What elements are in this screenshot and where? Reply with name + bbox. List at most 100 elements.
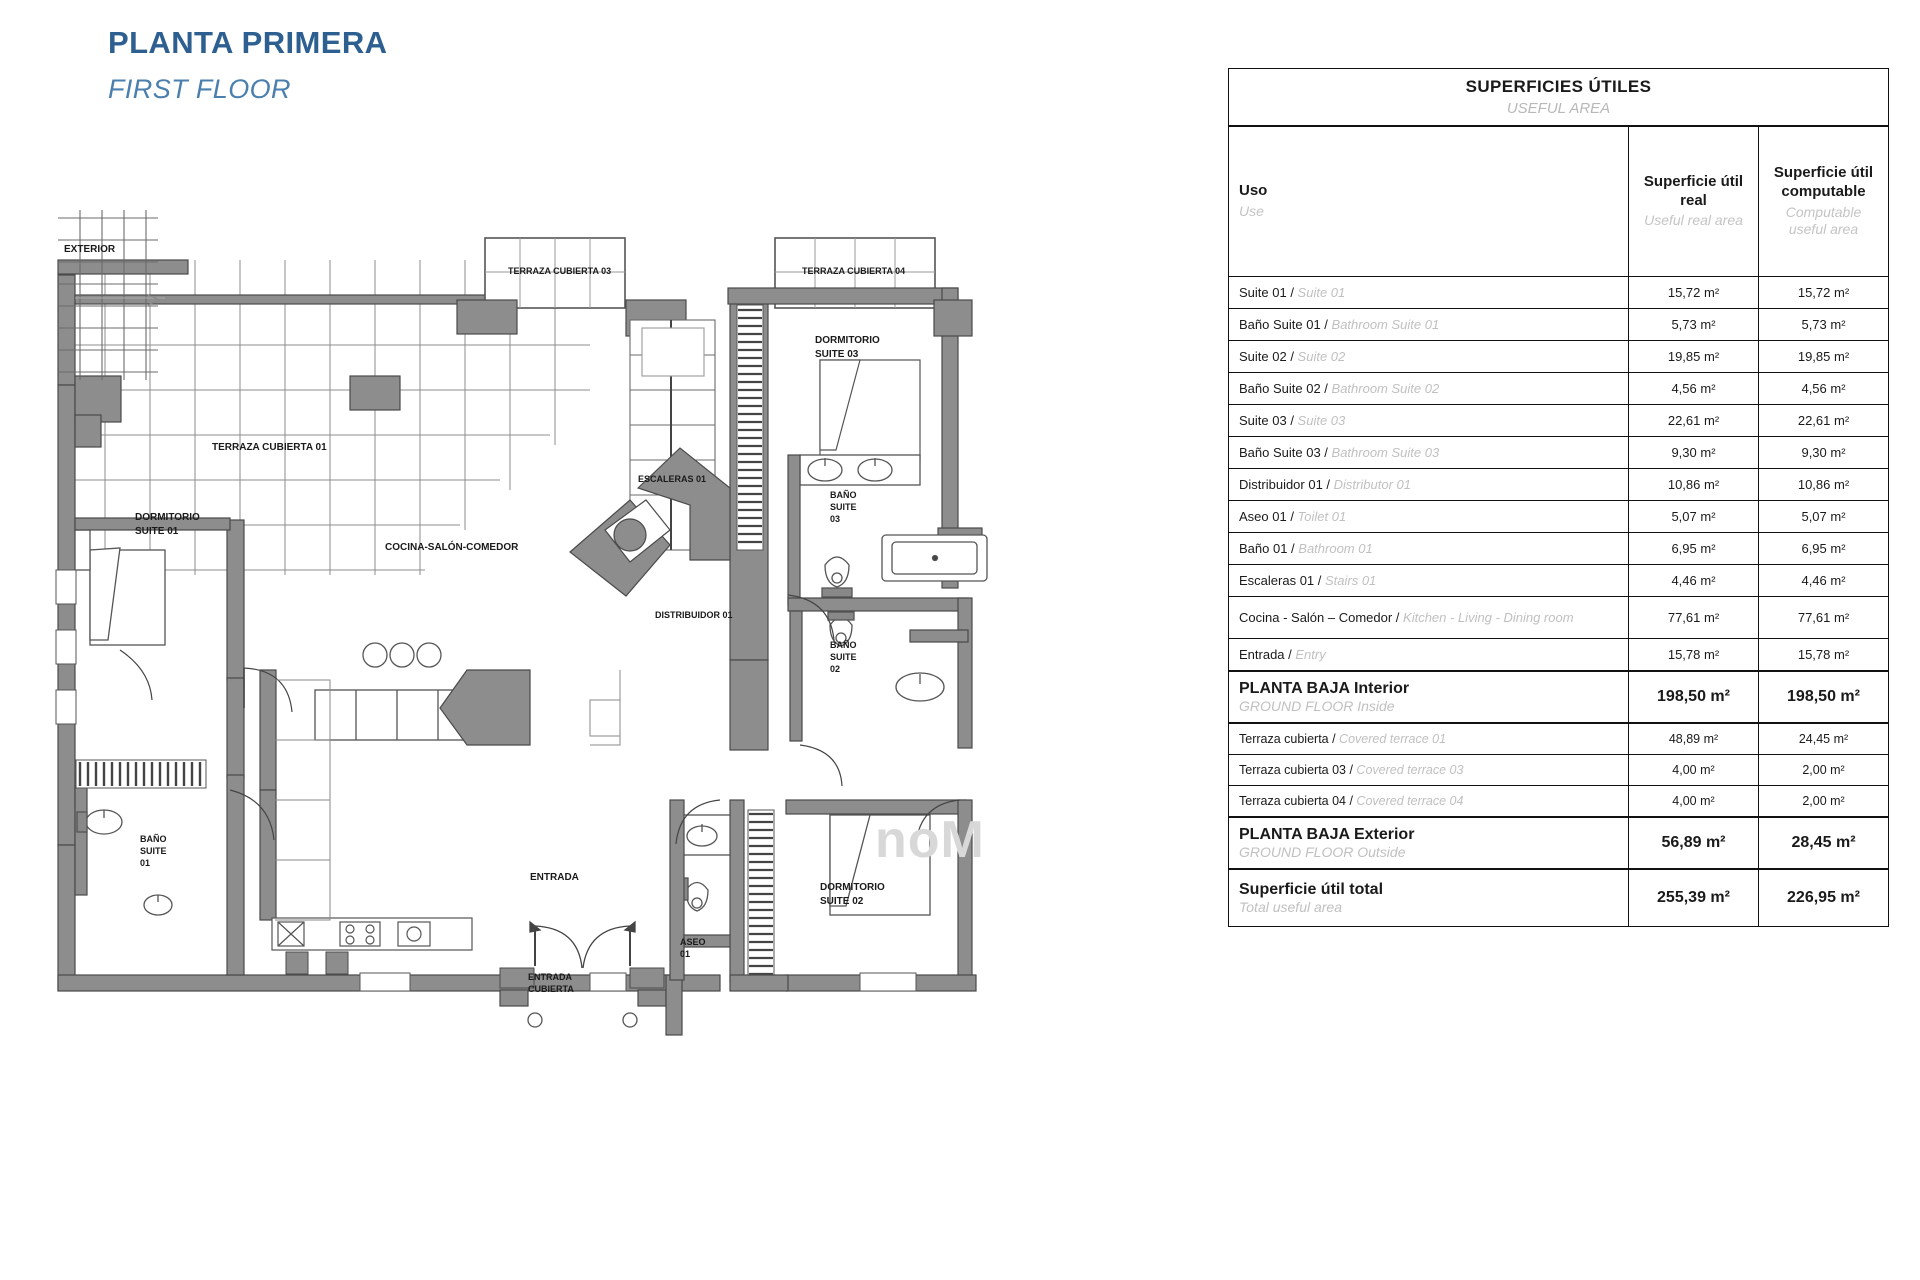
- row-label-en: Entry: [1291, 646, 1326, 662]
- row-label-es: PLANTA BAJA Interior: [1239, 679, 1410, 697]
- bedroom-03-furniture: [819, 359, 921, 461]
- row-label-en: Toilet 01: [1293, 508, 1347, 524]
- column-header-real-en: Useful real area: [1644, 212, 1743, 229]
- stair-hatch-upper: [736, 304, 764, 551]
- table-cell-use: Aseo 01 / Toilet 01: [1228, 499, 1629, 533]
- row-label-es: Terraza cubierta /: [1239, 731, 1336, 746]
- row-label-es: Baño Suite 01 /: [1239, 316, 1328, 332]
- page-subtitle: FIRST FLOOR: [108, 74, 291, 105]
- table-cell-computable-area: 5,07 m²: [1757, 499, 1890, 533]
- row-label-en: GROUND FLOOR Outside: [1239, 843, 1406, 860]
- table-cell-real-area: 9,30 m²: [1628, 435, 1759, 469]
- column-header-computable: Superficie útil computable Computable us…: [1757, 125, 1890, 277]
- table-cell-computable-area: 2,00 m²: [1757, 784, 1890, 817]
- page-title: PLANTA PRIMERA: [108, 25, 388, 60]
- table-cell-computable-area: 226,95 m²: [1757, 867, 1890, 927]
- stove-burners: [362, 642, 442, 668]
- label-bano-01-2: SUITE: [140, 846, 167, 856]
- table-cell-real-area: 10,86 m²: [1628, 467, 1759, 501]
- row-label-es: Suite 03 /: [1239, 412, 1294, 428]
- table-cell-computable-area: 19,85 m²: [1757, 339, 1890, 373]
- table-cell-computable-area: 6,95 m²: [1757, 531, 1890, 565]
- table-cell-real-area: 15,78 m²: [1628, 637, 1759, 671]
- table-cell-computable-area: 198,50 m²: [1757, 669, 1890, 724]
- table-cell-real-area: 5,73 m²: [1628, 307, 1759, 341]
- column-header-real-es: Superficie útil real: [1643, 172, 1744, 209]
- column-header-real: Superficie útil real Useful real area: [1628, 125, 1759, 277]
- table-cell-computable-area: 10,86 m²: [1757, 467, 1890, 501]
- label-aseo-2: 01: [680, 949, 690, 959]
- label-bano-03-3: 03: [830, 514, 840, 524]
- table-cell-computable-area: 4,56 m²: [1757, 371, 1890, 405]
- label-terraza-03: TERRAZA CUBIERTA 03: [508, 266, 611, 276]
- label-dormitorio-03-2: SUITE 03: [815, 349, 859, 360]
- row-label-es: Baño Suite 02 /: [1239, 380, 1328, 396]
- label-bano-02-1: BAÑO: [830, 640, 857, 650]
- table-cell-real-area: 5,07 m²: [1628, 499, 1759, 533]
- row-label-en: Bathroom Suite 02: [1327, 380, 1440, 396]
- row-label-en: Suite 02: [1293, 348, 1346, 364]
- label-distribuidor: DISTRIBUIDOR 01: [655, 610, 733, 620]
- table-cell-real-area: 15,72 m²: [1628, 275, 1759, 309]
- table-cell-real-area: 19,85 m²: [1628, 339, 1759, 373]
- table-cell-computable-area: 15,78 m²: [1757, 637, 1890, 671]
- table-title-cell: SUPERFICIES ÚTILES USEFUL AREA: [1227, 68, 1890, 127]
- table-cell-use: Baño 01 / Bathroom 01: [1228, 531, 1629, 565]
- table-cell-computable-area: 22,61 m²: [1757, 403, 1890, 437]
- right-partitions: [729, 454, 973, 751]
- label-dormitorio-02-2: SUITE 02: [820, 896, 864, 907]
- thin-outlines: [275, 670, 621, 921]
- table-cell-computable-area: 2,00 m²: [1757, 753, 1890, 786]
- table-title-row: SUPERFICIES ÚTILES USEFUL AREA: [1227, 68, 1890, 127]
- label-bano-01-1: BAÑO: [140, 834, 167, 844]
- table-cell-computable-area: 28,45 m²: [1757, 815, 1890, 870]
- useful-area-table-wrap: SUPERFICIES ÚTILES USEFUL AREA Uso Use S…: [1227, 68, 1890, 927]
- wardrobe-hatch-left: [75, 759, 207, 789]
- covered-entry-slab: [499, 974, 683, 1036]
- table-header-row: Uso Use Superficie útil real Useful real…: [1228, 125, 1890, 277]
- row-label-es: Distribuidor 01 /: [1239, 476, 1331, 492]
- row-label-en: Covered terrace 03: [1352, 762, 1464, 777]
- column-header-use-es: Uso: [1239, 182, 1268, 200]
- entry-doors: [529, 920, 636, 969]
- useful-area-table: SUPERFICIES ÚTILES USEFUL AREA Uso Use S…: [1227, 68, 1890, 927]
- table-cell-real-area: 255,39 m²: [1628, 867, 1759, 927]
- stair-hatch-lower: [747, 809, 775, 991]
- row-label-en: Suite 03: [1293, 412, 1346, 428]
- row-label-en: Bathroom Suite 01: [1327, 316, 1440, 332]
- table-cell-use: Escaleras 01 / Stairs 01: [1228, 563, 1629, 597]
- table-cell-real-area: 4,00 m²: [1628, 784, 1759, 817]
- row-label-en: Bathroom Suite 03: [1327, 444, 1440, 460]
- table-cell-use: Terraza cubierta 03 / Covered terrace 03: [1228, 753, 1629, 786]
- row-label-es: Baño 01 /: [1239, 540, 1295, 556]
- floor-plan-drawing: EXTERIOR TERRAZA CUBIERTA 01 TERRAZA CUB…: [30, 200, 1200, 1080]
- table-row: Terraza cubierta 04 / Covered terrace 04…: [1228, 784, 1890, 817]
- label-aseo-1: ASEO: [680, 937, 706, 947]
- table-cell-use: Terraza cubierta 04 / Covered terrace 04: [1228, 784, 1629, 817]
- row-label-en: Suite 01: [1293, 284, 1346, 300]
- window-marks: [55, 569, 917, 992]
- table-cell-use: Baño Suite 02 / Bathroom Suite 02: [1228, 371, 1629, 405]
- column-header-use: Uso Use: [1228, 125, 1629, 277]
- row-label-es: Entrada /: [1239, 646, 1292, 662]
- row-label-es: Terraza cubierta 03 /: [1239, 762, 1353, 777]
- row-label-es: Escaleras 01 /: [1239, 572, 1322, 588]
- table-cell-use: Entrada / Entry: [1228, 637, 1629, 671]
- label-entrada: ENTRADA: [530, 872, 579, 883]
- center-wedge: [439, 669, 531, 746]
- table-cell-use: Cocina - Salón – Comedor / Kitchen - Liv…: [1228, 595, 1629, 639]
- row-label-en: Covered terrace 04: [1352, 793, 1464, 808]
- table-cell-computable-area: 77,61 m²: [1757, 595, 1890, 639]
- table-cell-real-area: 198,50 m²: [1628, 669, 1759, 724]
- table-cell-use: Baño Suite 03 / Bathroom Suite 03: [1228, 435, 1629, 469]
- column-header-computable-en: Computable useful area: [1785, 203, 1862, 238]
- label-dormitorio-01-2: SUITE 01: [135, 526, 179, 537]
- column-header-computable-es: Superficie útil computable: [1773, 164, 1874, 200]
- row-label-en: Covered terrace 01: [1335, 731, 1447, 746]
